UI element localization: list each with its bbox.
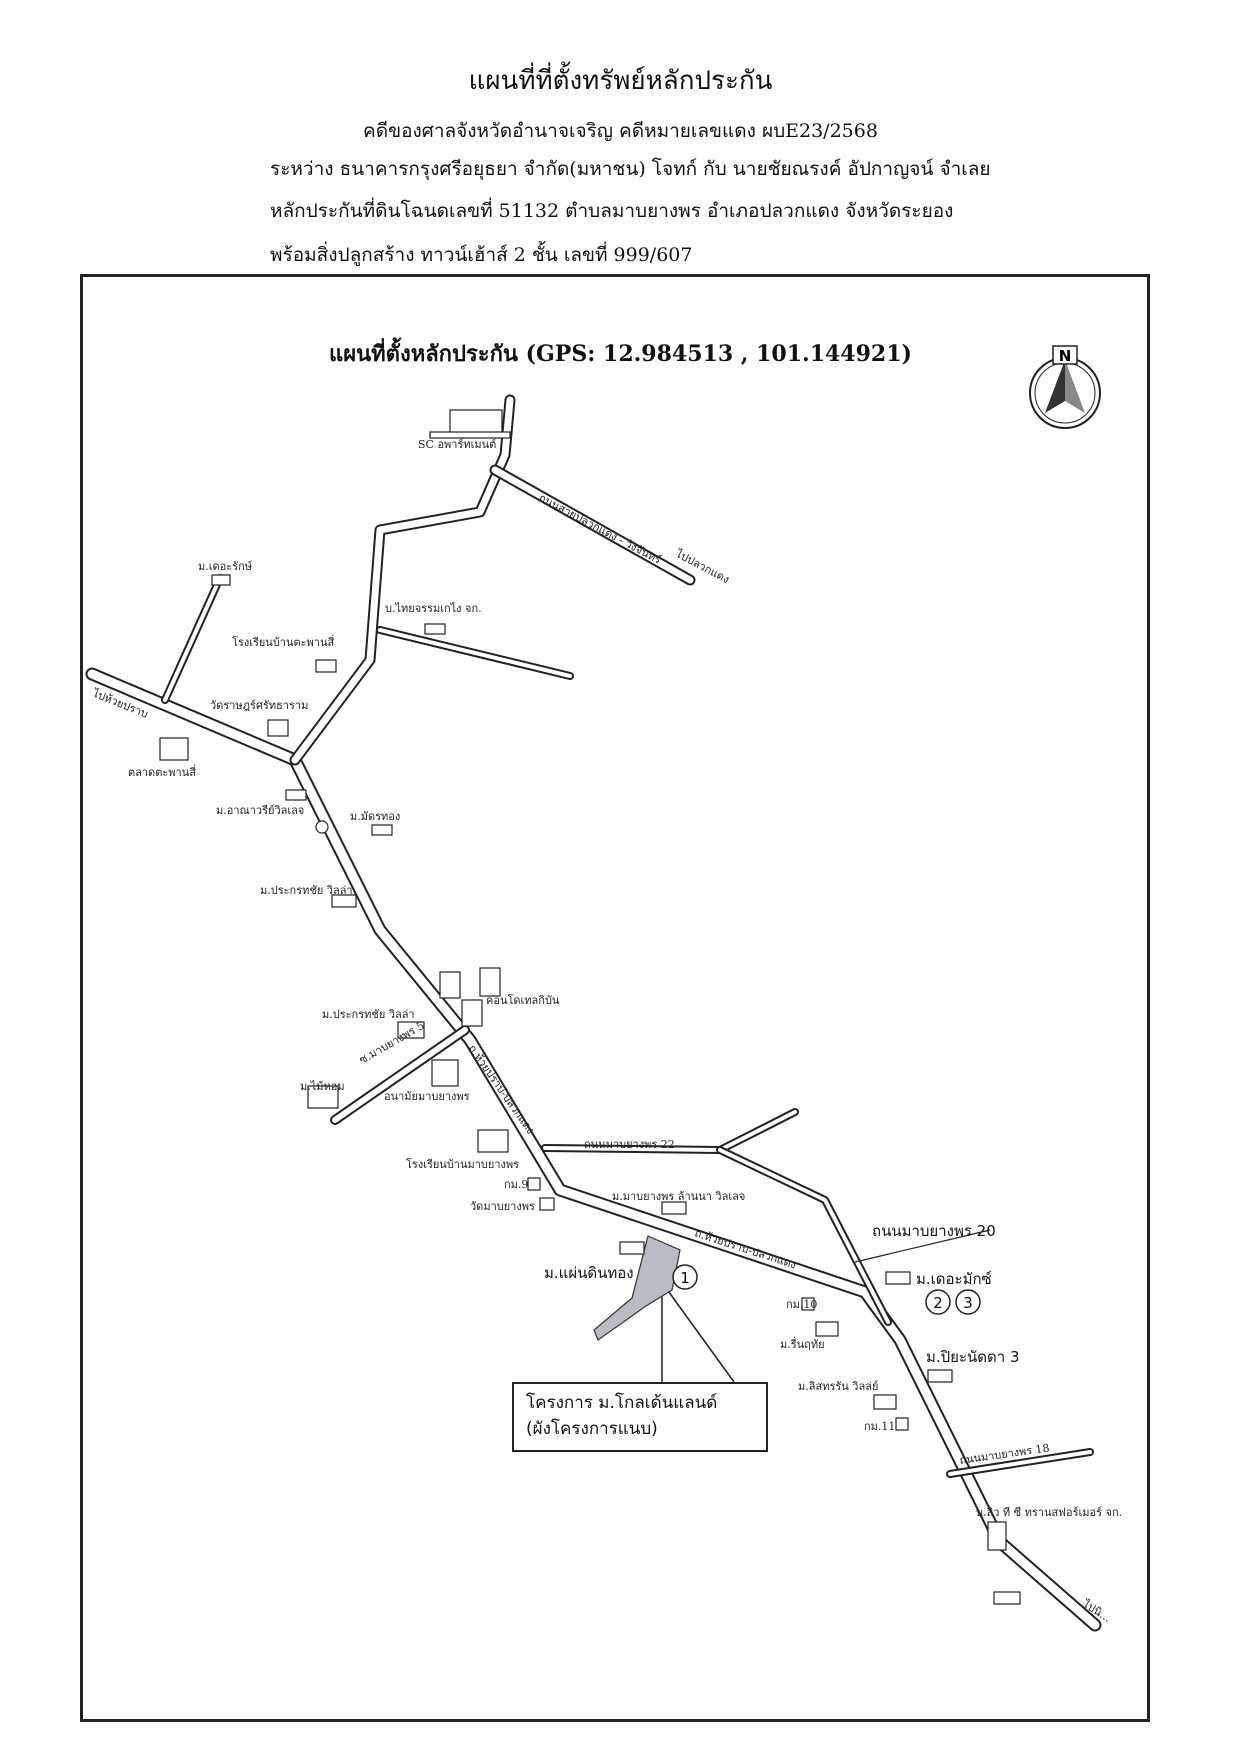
km-post-icon bbox=[801, 1297, 815, 1311]
label-village-the-max: ม.เดอะมักซ์ bbox=[916, 1270, 992, 1288]
label-school-mid: โรงเรียนบ้านมาบยางพร bbox=[406, 1157, 519, 1171]
house-icon bbox=[307, 1085, 339, 1109]
label-village-phaen-din-thong: ม.แผ่นดินทอง bbox=[544, 1264, 634, 1282]
building-line: พร้อมสิ่งปลูกสร้าง ทาวน์เฮ้าส์ 2 ชั้น เล… bbox=[270, 244, 693, 266]
km-post-icon bbox=[895, 1417, 909, 1431]
factory-icon bbox=[987, 1521, 1007, 1551]
label-village-d: ม.ประกรทชัย วิลล่า bbox=[322, 1008, 415, 1021]
parties-line: ระหว่าง ธนาคารกรุงศรีอยุธยา จำกัด(มหาชน)… bbox=[270, 158, 991, 180]
label-village-h: ม.ลิสทรรัน วิลล่ย์ bbox=[798, 1380, 878, 1393]
condo-icon bbox=[461, 999, 483, 1027]
km-post-icon bbox=[527, 1177, 541, 1191]
house-icon bbox=[885, 1271, 911, 1285]
label-village-b: ม.มัดรทอง bbox=[350, 810, 400, 823]
document-title: แผนที่ที่ตั้งทรัพย์หลักประกัน bbox=[468, 66, 773, 96]
plot-markers: 1 2 3 bbox=[672, 1264, 981, 1315]
label-road-north: ถนนสายปลวกแดง - วังจันทร์ bbox=[537, 491, 664, 567]
label-km10: กม.10 bbox=[786, 1298, 817, 1311]
label-village-a: ม.อาณาวรีย์วิลเลจ bbox=[216, 804, 304, 817]
label-temple-mid: วัดมาบยางพร bbox=[470, 1200, 535, 1213]
plot-marker-1 bbox=[672, 1264, 698, 1290]
label-village-g: ม.รื่นฤทัย bbox=[780, 1336, 825, 1351]
house-icon bbox=[815, 1321, 839, 1337]
house-icon bbox=[993, 1591, 1021, 1605]
project-callout: โครงการ ม.โกลเด้นแลนด์ (ผังโครงการแนบ) bbox=[512, 1382, 768, 1452]
collateral-line: หลักประกันที่ดินโฉนดเลขที่ 51132 ตำบลมาบ… bbox=[270, 200, 954, 222]
label-factory-top: บ.ไทยจรรมเกไง จก. bbox=[385, 602, 482, 615]
callout-line-2: (ผังโครงการแนบ) bbox=[526, 1419, 658, 1439]
label-road-main-2: ถ.ห้วยปราบ-ปลวกแดง bbox=[693, 1226, 798, 1271]
house-icon bbox=[285, 789, 307, 801]
label-road-20: ถนนมาบยางพร 20 bbox=[872, 1222, 996, 1240]
map-title: แผนที่ตั้งหลักประกัน (GPS: 12.984513 , 1… bbox=[329, 341, 912, 367]
hospital-icon bbox=[431, 1059, 459, 1087]
label-km11: กม.11 bbox=[864, 1420, 895, 1433]
building-icon bbox=[429, 431, 511, 439]
house-icon bbox=[371, 824, 393, 836]
school-icon bbox=[477, 1129, 509, 1153]
temple-icon bbox=[267, 719, 289, 737]
house-icon bbox=[619, 1241, 645, 1255]
north-compass-icon: N bbox=[1029, 345, 1101, 429]
label-sc-apartment: SC อพาร์ทเมนต์ bbox=[418, 438, 496, 451]
landmark-icons bbox=[159, 409, 1021, 1605]
factory-icon bbox=[424, 623, 446, 635]
label-factory-bottom: บ.ลิว ที ซี ทรานสฟอร์เมอร์ จก. bbox=[976, 1506, 1122, 1519]
market-icon bbox=[159, 737, 189, 761]
case-line: คดีของศาลจังหวัดอำนาจเจริญ คดีหมายเลขแดง… bbox=[363, 120, 878, 142]
label-market: ตลาดตะพานสี่ bbox=[128, 764, 196, 779]
road-network bbox=[85, 394, 1102, 1632]
collateral-plot bbox=[593, 1235, 681, 1341]
label-temple-top: วัดราษฎร์ศรัทธาราม bbox=[210, 699, 308, 712]
temple-icon bbox=[539, 1197, 555, 1211]
house-icon bbox=[397, 1021, 425, 1039]
house-icon bbox=[331, 894, 357, 908]
map-frame bbox=[80, 274, 1150, 1722]
label-road-22: ถนนมาบยางพร 22 bbox=[584, 1138, 675, 1151]
plot-marker-2 bbox=[925, 1289, 951, 1315]
label-km9: กม.9 bbox=[504, 1178, 528, 1191]
plot-marker-2-label: 2 bbox=[933, 1294, 943, 1312]
label-village-f: ม.มาบยางพร ล้านนา วิลเลจ bbox=[612, 1190, 745, 1203]
plot-marker-3-label: 3 bbox=[963, 1294, 973, 1312]
label-school-top: โรงเรียนบ้านตะพานสี่ bbox=[232, 634, 334, 649]
label-village-top-left: ม.เดอะรักษ์ bbox=[198, 560, 252, 573]
house-icon bbox=[873, 1394, 897, 1410]
house-icon bbox=[927, 1369, 953, 1383]
label-village-piya: ม.ปิยะนัดดา 3 bbox=[926, 1348, 1020, 1366]
condo-icon bbox=[479, 967, 501, 997]
school-icon bbox=[315, 659, 337, 673]
label-condo: คอนโดเทลกิบัน bbox=[486, 993, 560, 1007]
plot-marker-3 bbox=[955, 1289, 981, 1315]
plot-marker-1-label: 1 bbox=[680, 1269, 690, 1287]
label-road-main-1: ถ.ห้วยปราบ-ปลวกแดง bbox=[466, 1042, 537, 1136]
callout-line-1: โครงการ ม.โกลเด้นแลนด์ bbox=[526, 1393, 718, 1413]
label-village-c: ม.ประกรทชัย วิลล่า bbox=[260, 884, 353, 897]
label-village-e: ม.ไม้หอม bbox=[300, 1080, 345, 1093]
compass-label: N bbox=[1059, 347, 1072, 365]
shrine-icon bbox=[315, 820, 329, 834]
condo-icon bbox=[439, 971, 461, 999]
house-icon bbox=[661, 1201, 687, 1215]
label-health-center: อนามัยมาบยางพร bbox=[384, 1090, 470, 1103]
house-icon bbox=[211, 574, 231, 586]
